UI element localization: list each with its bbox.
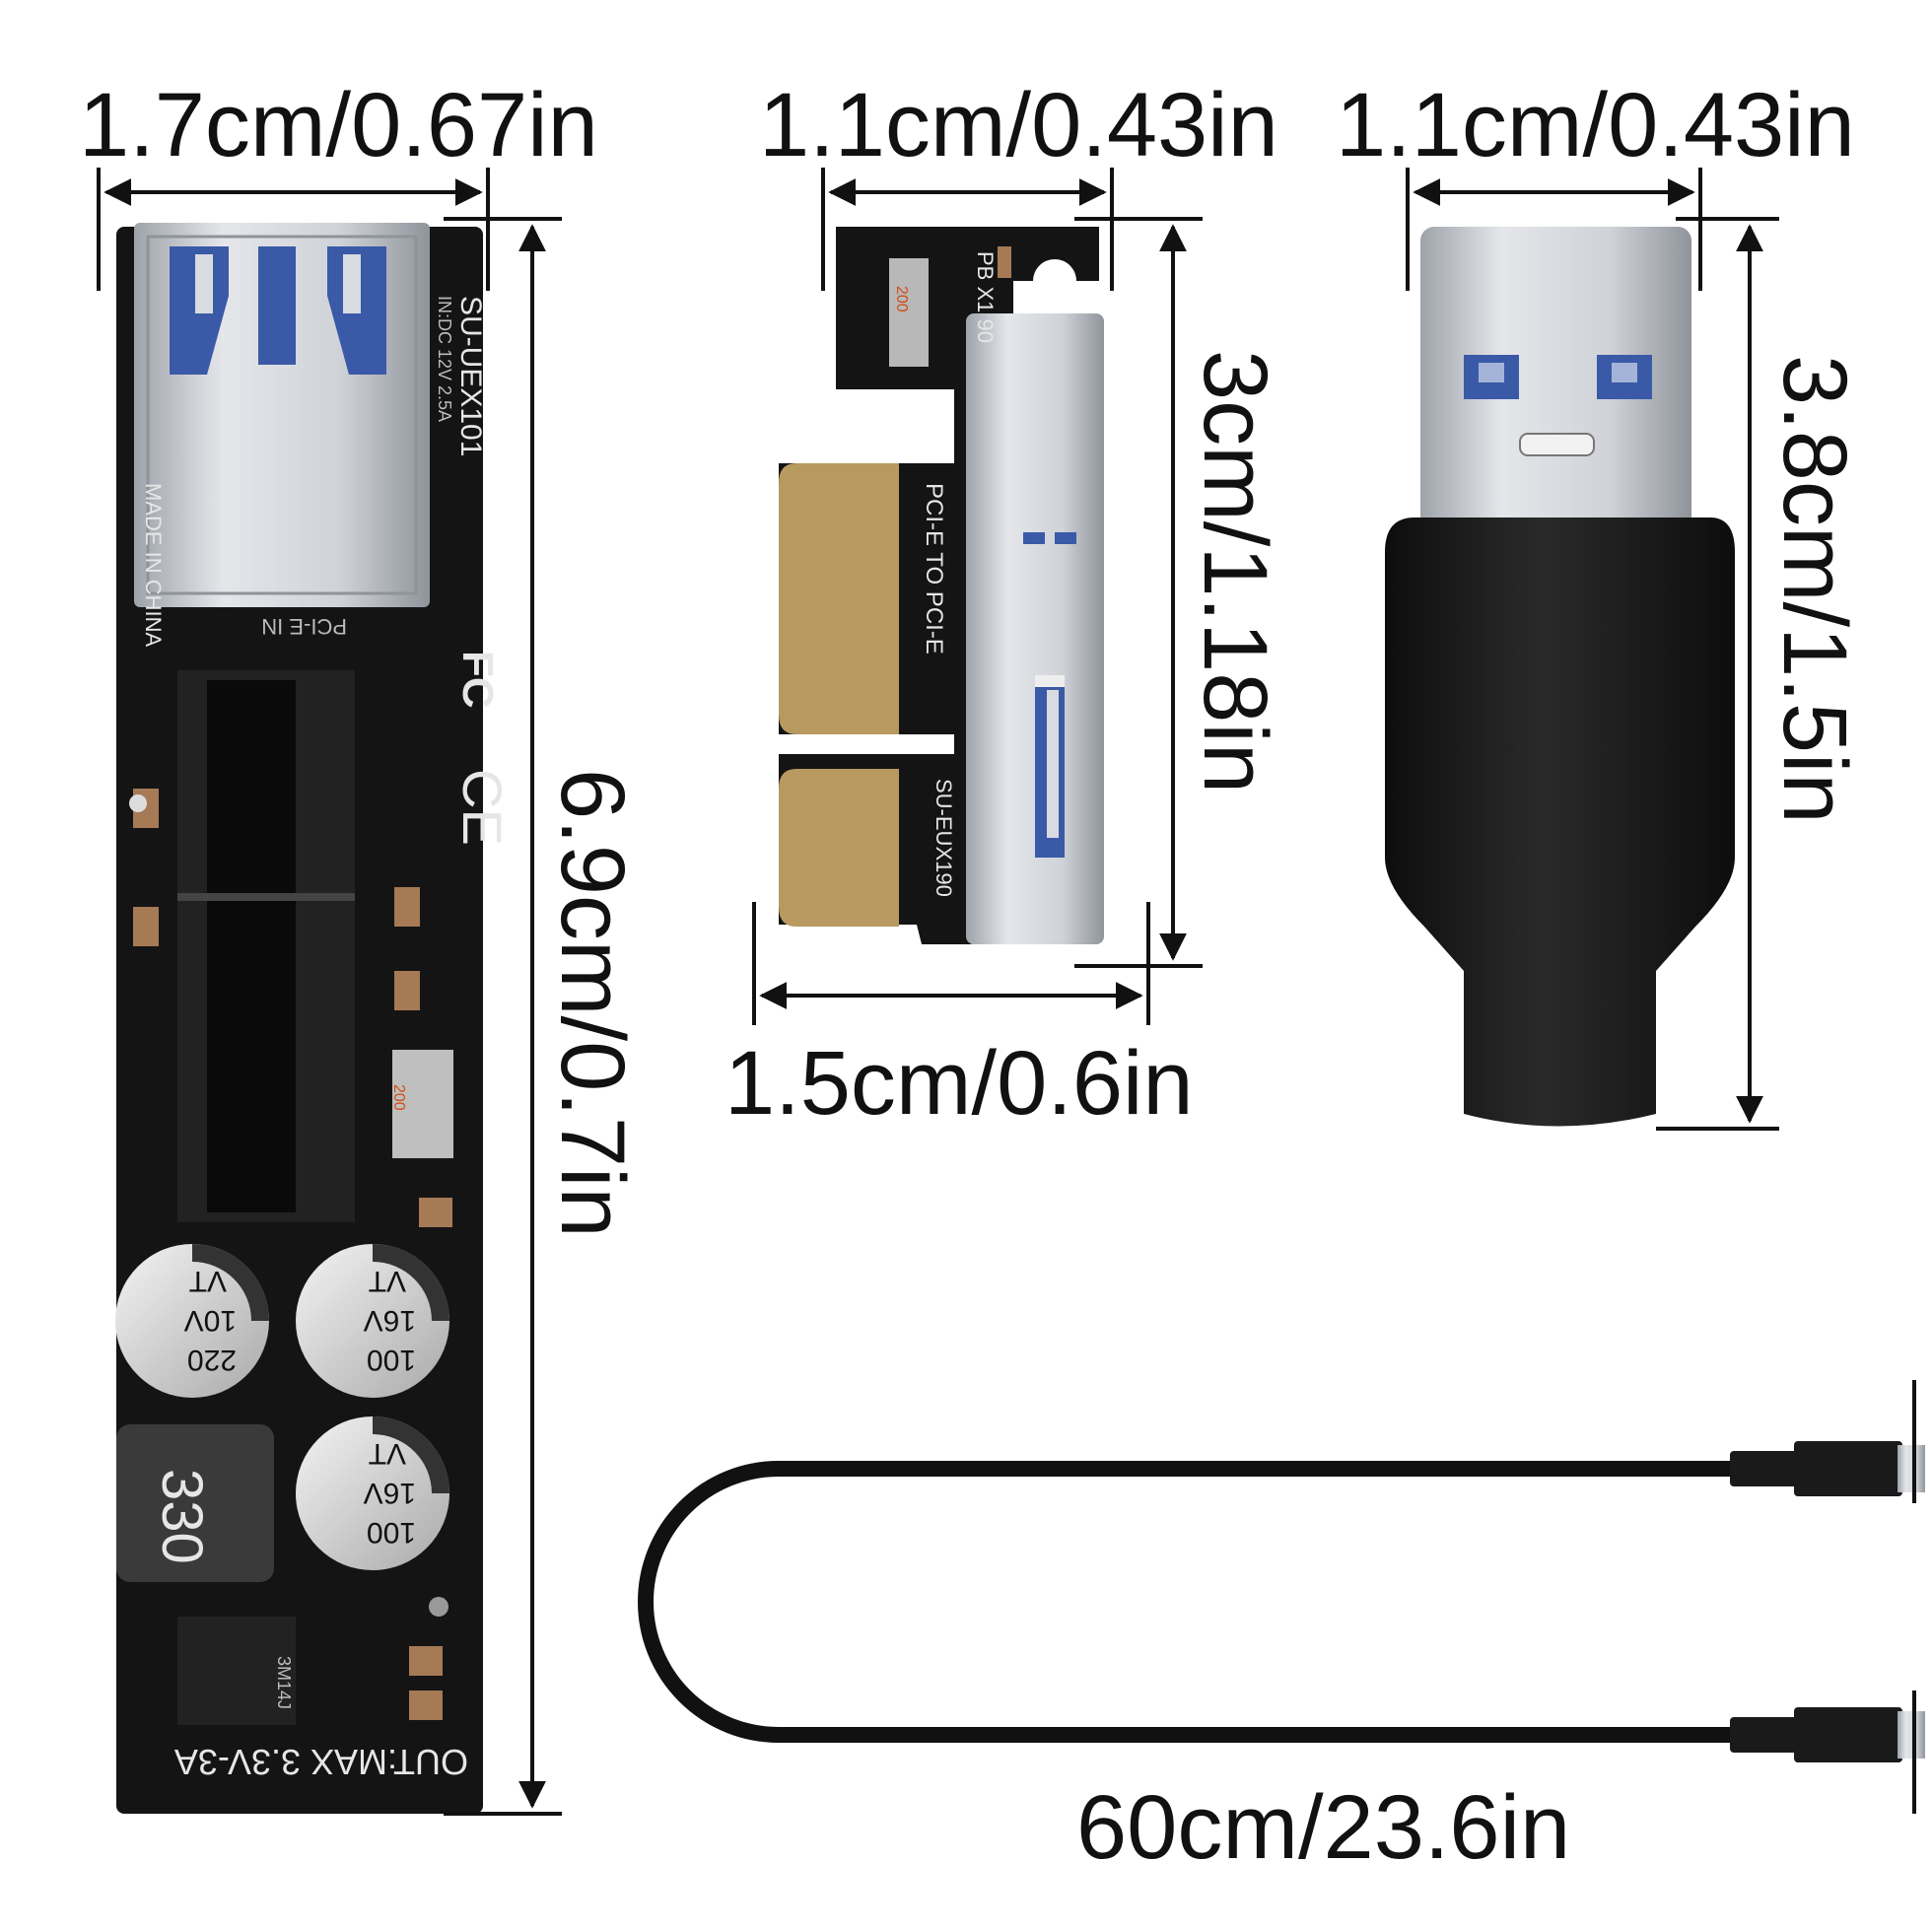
riser-ce-logo: CE — [451, 769, 514, 846]
cap1-value: 220 — [187, 1344, 237, 1376]
riser-inductor-200 — [392, 1050, 453, 1158]
riser-inductor-330 — [116, 1424, 274, 1582]
adapter-inductor-text: 200 — [893, 286, 910, 312]
adapter-gold-fingers-long — [779, 463, 899, 734]
riser-chip — [177, 1617, 296, 1725]
adapter-mount-hole — [1033, 259, 1076, 303]
adapter-bottom-width-label: 1.5cm/0.6in — [724, 1033, 1194, 1134]
dimension-lines — [97, 168, 1916, 1816]
usb-plug-shell — [1420, 227, 1691, 552]
cap3-value: 100 — [367, 1516, 416, 1549]
riser-model-text: SU-UEX101 — [454, 296, 487, 456]
riser-capacitor-3 — [296, 1416, 449, 1570]
cable-plug-bottom — [1794, 1707, 1902, 1762]
usb-plug-overmold — [1385, 518, 1735, 1127]
adapter-width-label: 1.1cm/0.43in — [759, 75, 1278, 175]
riser-inductor-label: 200 — [390, 1084, 407, 1111]
cap2-volt: 16V — [364, 1304, 416, 1337]
riser-height-label: 6.9cm/0.7in — [542, 769, 643, 1238]
adapter-gold-fingers-short — [779, 769, 899, 927]
cap3-volt: 16V — [364, 1477, 416, 1509]
usb-plug — [1385, 227, 1735, 1127]
riser-width-label: 1.7cm/0.67in — [79, 75, 598, 175]
riser-slot-text: PCI-E IN — [261, 614, 347, 639]
cap3-mark: VT — [369, 1437, 406, 1470]
cable-length-label: 60cm/23.6in — [1076, 1777, 1570, 1878]
pcie-adapter: PB X1 90 PCI-E TO PCI-E SU-EUX190 200 — [779, 227, 1104, 944]
riser-capacitor-2 — [296, 1244, 449, 1398]
adapter-code-text: SU-EUX190 — [932, 779, 956, 897]
cap1-mark: VT — [189, 1265, 227, 1297]
adapter-usb-shroud — [966, 313, 1104, 944]
riser-chip-text: 3M14J — [274, 1656, 294, 1709]
usb-width-label: 1.1cm/0.43in — [1336, 75, 1855, 175]
adapter-height-label: 3cm/1.18in — [1185, 350, 1285, 794]
riser-pcie-slot — [177, 670, 355, 1222]
cable-plug-top — [1794, 1441, 1902, 1496]
riser-input-text: IN:DC 12V 2.5A — [435, 296, 454, 422]
riser-capacitor-1 — [115, 1244, 269, 1398]
adapter-pcb — [779, 227, 1099, 944]
inductor-330-text: 330 — [150, 1469, 214, 1564]
riser-usb-port — [134, 223, 430, 607]
usb-height-label: 3.8cm/1.5in — [1764, 355, 1865, 824]
riser-board: SU-UEX101 IN:DC 12V 2.5A MADE IN CHINA P… — [115, 223, 514, 1814]
cable-loop — [638, 1461, 1735, 1743]
riser-output-text: OUT:MAX 3.3V-3A — [174, 1742, 468, 1782]
cap1-volt: 10V — [184, 1304, 237, 1337]
adapter-inductor — [889, 258, 929, 367]
cap2-mark: VT — [369, 1265, 406, 1297]
riser-origin-text: MADE IN CHINA — [141, 483, 166, 648]
adapter-pcie-text: PCI-E TO PCI-E — [921, 483, 947, 655]
riser-fcc-logo: FC — [453, 651, 502, 709]
cap2-value: 100 — [367, 1344, 416, 1376]
adapter-model-text: PB X1 90 — [973, 251, 998, 343]
usb-cable — [638, 1441, 1925, 1762]
